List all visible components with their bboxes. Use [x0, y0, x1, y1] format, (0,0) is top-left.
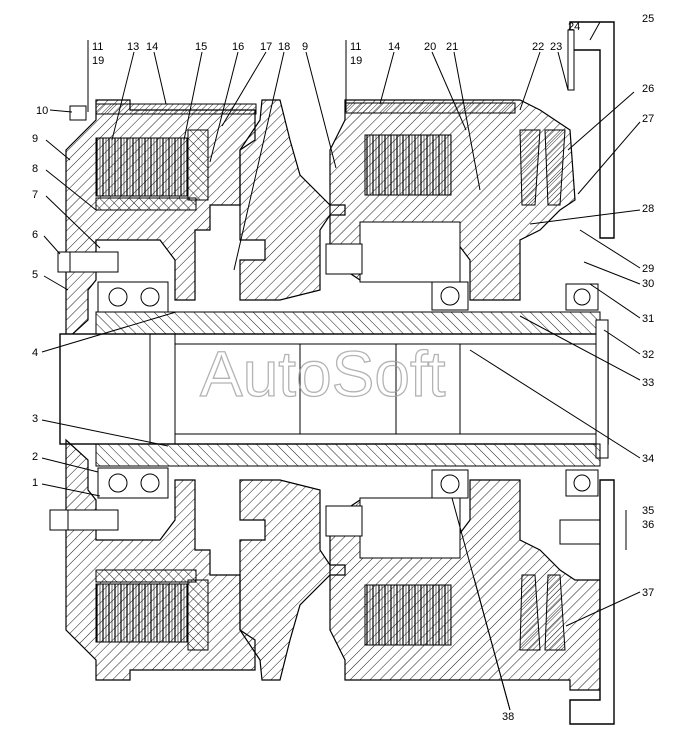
callout-label: 6	[32, 229, 38, 241]
left-pressure-plate-upper	[187, 129, 209, 201]
left-drum-inner-upper	[95, 197, 197, 211]
callout-label: 9	[302, 41, 308, 53]
callout-label: 28	[642, 203, 654, 215]
piston-cavity-upper	[359, 221, 461, 283]
lower-cover-plate	[569, 479, 615, 725]
main-shaft	[59, 311, 609, 467]
watermark: AutoSoft	[200, 338, 446, 410]
callout-label: 33	[642, 377, 654, 389]
shaft-end-32	[595, 319, 609, 459]
bolt-1	[49, 509, 119, 531]
callout-label: 19	[350, 55, 362, 67]
callout-label: 15	[195, 41, 207, 53]
callout-label: 21	[446, 41, 458, 53]
callout-label: 8	[32, 163, 38, 175]
spring-pack-upper	[519, 129, 566, 206]
bearing-upper-middle	[431, 281, 469, 311]
callout-label: 17	[260, 41, 272, 53]
left-clutch-pack-upper	[95, 137, 189, 197]
callout-label: 31	[642, 313, 654, 325]
lower-half-section	[49, 438, 615, 725]
left-drum-rim-upper	[95, 103, 257, 115]
callout-label: 26	[642, 83, 654, 95]
left-clutch-pack-lower	[95, 583, 189, 643]
callout-label: 10	[36, 105, 48, 117]
callout-label: 14	[146, 41, 158, 53]
left-drum-inner-lower	[95, 569, 197, 583]
callout-label: 37	[642, 587, 654, 599]
central-hub-lower	[239, 479, 346, 681]
piston-cavity-lower	[359, 497, 461, 559]
fitting-24	[567, 29, 575, 91]
shaft-upper-sleeve	[95, 311, 601, 335]
left-pressure-plate-lower	[187, 579, 209, 651]
callout-label: 27	[642, 113, 654, 125]
callout-label: 5	[32, 269, 38, 281]
callout-label: 19	[92, 55, 104, 67]
callout-label: 32	[642, 349, 654, 361]
callout-label: 11	[92, 41, 103, 53]
bearing-upper-right	[565, 283, 599, 311]
bearing-upper-left	[97, 281, 169, 313]
right-clutch-pack-lower	[364, 584, 452, 646]
callout-label: 24	[568, 21, 580, 33]
callout-label: 35	[642, 505, 654, 517]
callout-label: 4	[32, 347, 38, 359]
callout-label: 9	[32, 133, 38, 145]
shaft-body	[59, 333, 609, 445]
callout-label: 1	[32, 477, 38, 489]
callout-label: 34	[642, 453, 654, 465]
callout-labels: 1 2 3 4 5 6 7 8 9 9 10 11 19 11 19 13 14…	[32, 13, 654, 723]
bolt-6	[57, 251, 119, 273]
right-clutch-pack-upper	[364, 134, 452, 196]
callout-label: 14	[388, 41, 400, 53]
pin-35-36	[559, 519, 601, 545]
callout-label: 29	[642, 263, 654, 275]
callout-label: 25	[642, 13, 654, 25]
callout-label: 22	[532, 41, 544, 53]
oil-plug-upper	[325, 243, 363, 275]
callout-label: 7	[32, 189, 38, 201]
callout-label: 16	[232, 41, 244, 53]
bearing-lower-right	[565, 469, 599, 497]
bolt-10	[69, 105, 87, 121]
callout-label: 2	[32, 451, 38, 463]
callout-label: 30	[642, 278, 654, 290]
callout-label: 11	[350, 41, 361, 53]
callout-label: 23	[550, 41, 562, 53]
callout-label: 36	[642, 519, 654, 531]
callout-label: 3	[32, 413, 38, 425]
bearing-lower-middle	[431, 469, 469, 499]
spring-pack-lower	[519, 574, 566, 651]
bearing-lower-left	[97, 467, 169, 499]
right-drum-rim-upper	[344, 102, 516, 114]
oil-plug-lower	[325, 505, 363, 537]
callout-label: 38	[502, 711, 514, 723]
leader-lines	[41, 21, 641, 711]
callout-label: 13	[127, 41, 139, 53]
cover-plate-25	[569, 21, 615, 239]
shaft-lower-sleeve	[95, 443, 601, 467]
callout-label: 20	[424, 41, 436, 53]
upper-half-section	[57, 21, 615, 342]
callout-label: 18	[278, 41, 290, 53]
